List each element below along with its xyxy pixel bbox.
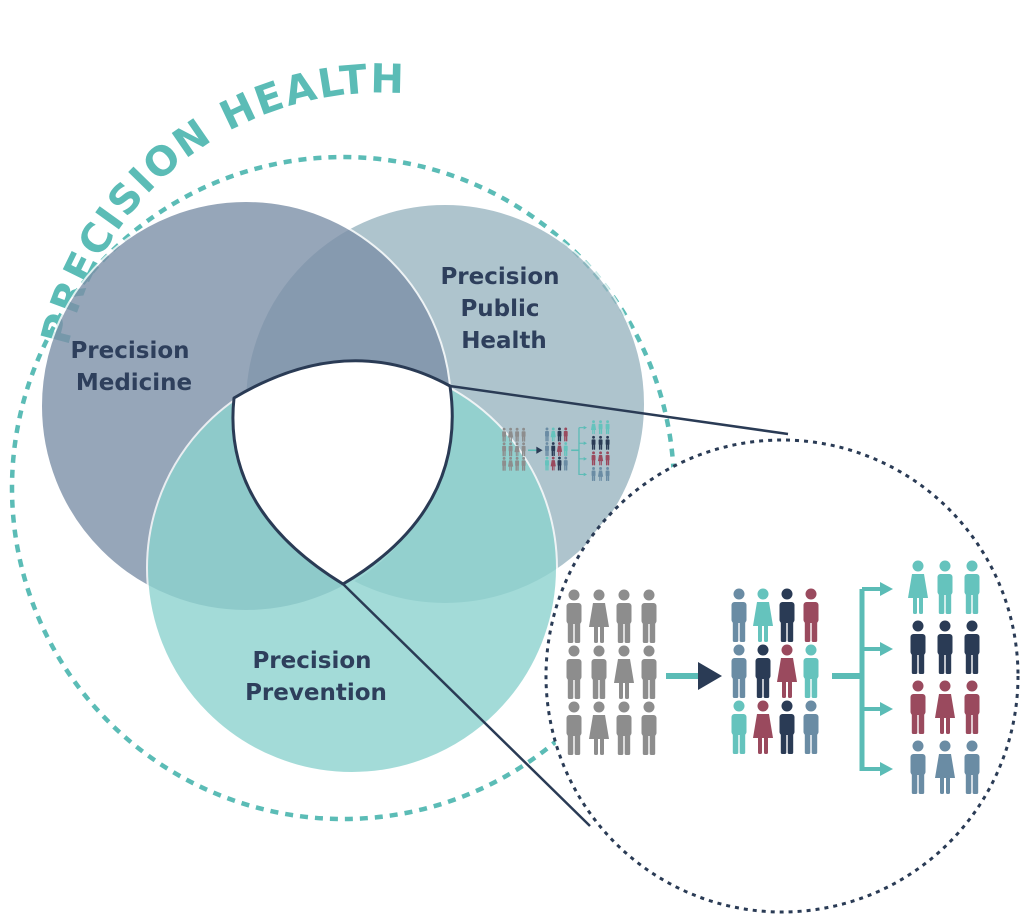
venn-center-intersection: [231, 359, 454, 586]
zoom-circle-border: [544, 438, 1020, 914]
branch-arrow-head: [880, 762, 893, 776]
precision-public-health-label: Precision Public Health: [440, 264, 567, 354]
population-stratification-diagram: [566, 560, 980, 794]
branch-arrow-head: [880, 702, 893, 716]
transition-arrow-head: [536, 446, 543, 454]
branch-arrow-head: [583, 425, 588, 430]
mini-stratification-diagram: [502, 420, 610, 481]
branch-arrow-head: [880, 642, 893, 656]
branch-arrow-head: [880, 582, 893, 596]
transition-arrow-head: [698, 662, 722, 690]
branch-arrow-head: [583, 441, 588, 446]
zoom-callout-line-top: [449, 384, 789, 436]
precision-medicine-label: Precision Medicine: [70, 338, 197, 396]
branch-arrow-head: [583, 472, 588, 477]
branch-arrow-head: [583, 457, 588, 461]
zoom-callout-line-bottom: [342, 583, 591, 827]
precision-prevention-label: Precision Prevention: [245, 648, 387, 706]
